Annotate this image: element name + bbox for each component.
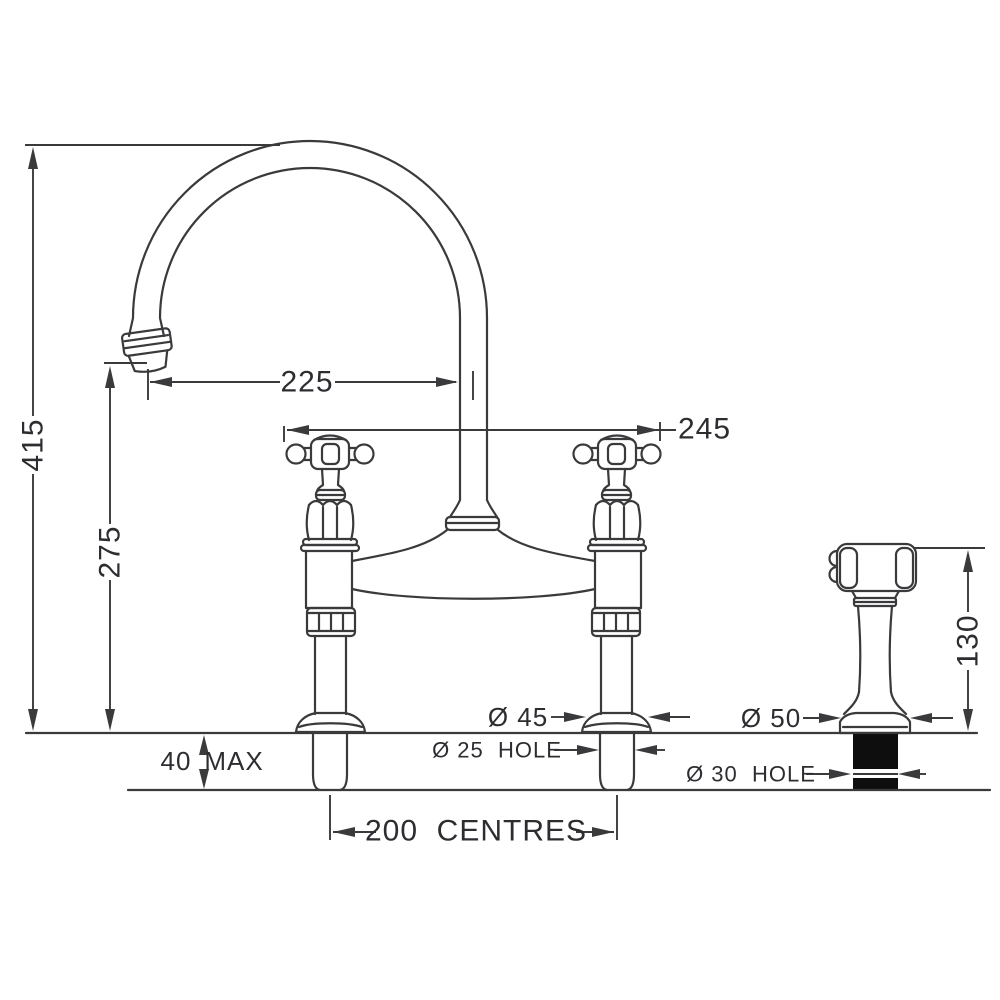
dim-label-max: MAX [204,746,263,776]
spout-aerator [121,327,173,373]
dim-spout-reach: 225 [147,366,474,400]
dim-label-dia50: Ø 50 [741,703,801,733]
dim-counter-thickness: 40 MAX [161,735,263,789]
dim-label-40: 40 [161,746,192,776]
spray-shank [853,733,898,790]
dim-label-dia25-hole: Ø 25 HOLE [432,738,562,763]
dim-spray-flange-diameter: Ø 50 [741,703,953,733]
dim-label-130: 130 [952,614,985,667]
dim-label-245: 245 [678,413,731,446]
dim-label-dia45: Ø 45 [488,702,548,732]
dim-label-225: 225 [280,366,333,399]
side-spray [828,542,918,790]
dim-body-width: 245 [283,413,731,446]
left-leg [294,537,367,792]
right-leg [580,537,653,792]
dim-label-415: 415 [17,418,50,471]
dim-spray-height: 130 [913,547,985,731]
spout [121,139,501,532]
dim-spout-height: 275 [94,362,147,731]
dim-overall-height: 415 [17,144,280,731]
left-handle [285,434,375,542]
bridge-body [350,528,597,600]
dim-tap-centres: 200 CENTRES [329,795,618,848]
right-handle [572,434,662,542]
dim-tap-hole-diameter: Ø 25 HOLE [432,738,665,763]
dim-label-200-centres: 200 CENTRES [365,815,587,848]
dim-spray-hole-diameter: Ø 30 HOLE [686,762,926,787]
dim-label-dia30-hole: Ø 30 HOLE [686,762,816,787]
dim-label-275: 275 [94,525,127,578]
dim-tap-flange-diameter: Ø 45 [488,702,690,732]
